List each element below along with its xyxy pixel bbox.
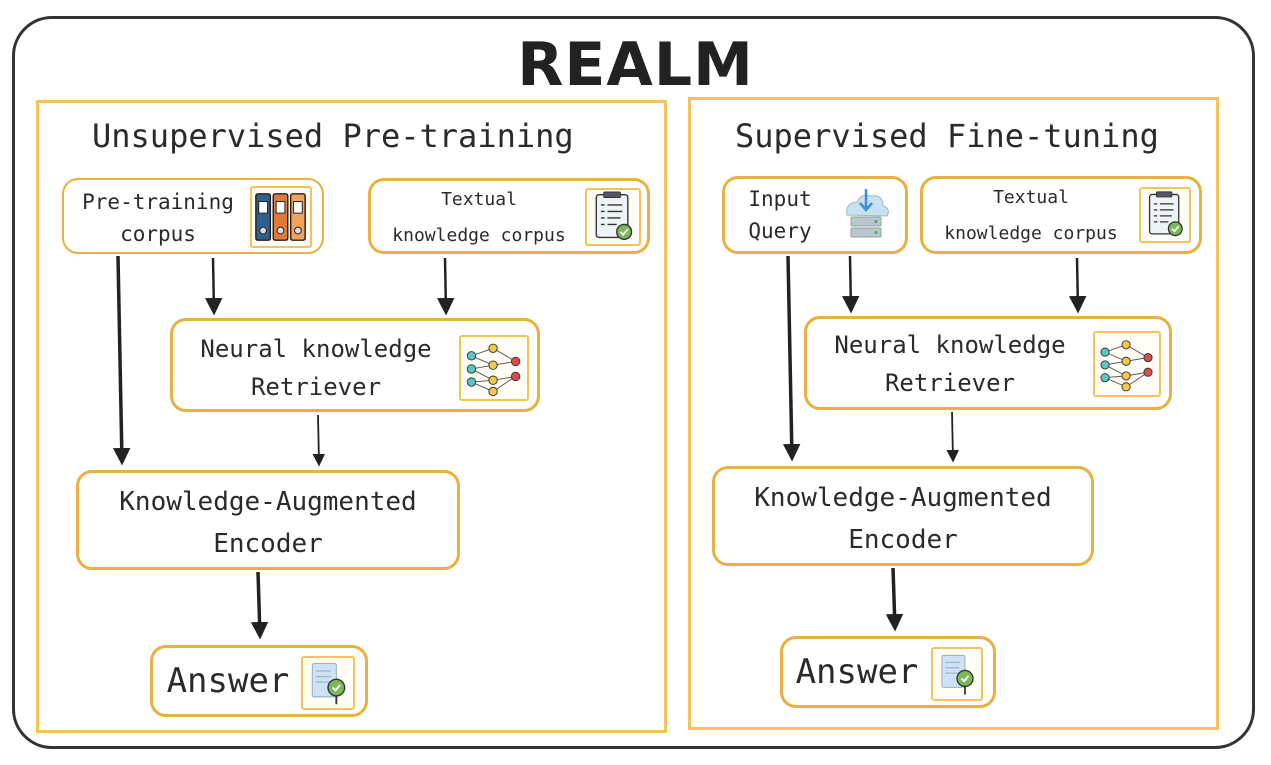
node-knowledge-augmented-encoder: Knowledge-Augmented Encoder	[76, 470, 460, 570]
arrow-knowledge-to-retriever	[436, 257, 455, 316]
arrow-retriever-to-encoder	[946, 411, 960, 463]
diagram-title: REALM	[517, 30, 754, 100]
panel-unsupervised-pretraining	[36, 100, 667, 733]
cloud-database-icon	[835, 185, 897, 247]
neural-network-icon	[1093, 331, 1161, 397]
node-answer-label: Answer	[795, 652, 919, 692]
document-checklist-icon	[585, 188, 641, 246]
node-label-line1: Textual	[993, 187, 1069, 208]
arrow-corpus-to-retriever	[204, 257, 223, 316]
node-label-line2: knowledge corpus	[392, 225, 566, 246]
node-textual-knowledge-corpus: Textual knowledge corpus	[368, 178, 650, 254]
arrow-encoder-to-answer	[250, 571, 269, 640]
arrow-corpus-to-encoder	[112, 255, 131, 466]
node-answer: Answer	[150, 645, 368, 717]
arrow-retriever-to-encoder	[312, 414, 326, 467]
node-neural-knowledge-retriever: Neural knowledge Retriever	[170, 318, 540, 412]
node-label-line2: Encoder	[848, 525, 958, 555]
node-label-line1: Knowledge-Augmented	[119, 487, 417, 517]
node-neural-knowledge-retriever: Neural knowledge Retriever	[804, 316, 1172, 410]
node-label-line2: Query	[748, 219, 812, 243]
node-label-line1: Textual	[441, 189, 517, 210]
node-answer: Answer	[780, 636, 996, 708]
node-knowledge-augmented-encoder: Knowledge-Augmented Encoder	[712, 466, 1094, 566]
panel-title-left: Unsupervised Pre-training	[92, 117, 574, 155]
node-label-line1: Knowledge-Augmented	[754, 483, 1052, 513]
node-input-query: Input Query	[722, 176, 908, 254]
panel-supervised-finetuning	[688, 97, 1219, 730]
arrow-knowledge-to-retriever	[1068, 257, 1087, 314]
arrow-query-to-encoder	[782, 255, 801, 462]
document-checklist-icon	[1139, 187, 1191, 243]
node-label-line1: Pre-training	[82, 190, 234, 214]
node-label-line1: Neural knowledge	[834, 331, 1066, 359]
node-label-line1: Input	[748, 187, 812, 211]
node-label-line2: knowledge corpus	[944, 223, 1118, 244]
arrow-query-to-retriever	[841, 255, 860, 314]
node-label-line1: Neural knowledge	[200, 335, 432, 363]
panel-title-right: Supervised Fine-tuning	[735, 117, 1159, 155]
node-answer-label: Answer	[166, 661, 290, 701]
node-label-line2: Retriever	[884, 369, 1016, 397]
outer-frame	[12, 16, 1255, 749]
answer-document-icon	[931, 647, 983, 701]
arrow-encoder-to-answer	[885, 567, 904, 632]
node-label-line2: Encoder	[213, 529, 323, 559]
neural-network-icon	[459, 335, 529, 401]
node-textual-knowledge-corpus: Textual knowledge corpus	[920, 176, 1202, 254]
node-label-line2: corpus	[120, 222, 196, 246]
node-label-line2: Retriever	[250, 373, 382, 401]
node-pretraining-corpus: Pre-training corpus	[62, 178, 324, 254]
binders-icon	[250, 186, 312, 248]
answer-document-icon	[301, 656, 355, 710]
